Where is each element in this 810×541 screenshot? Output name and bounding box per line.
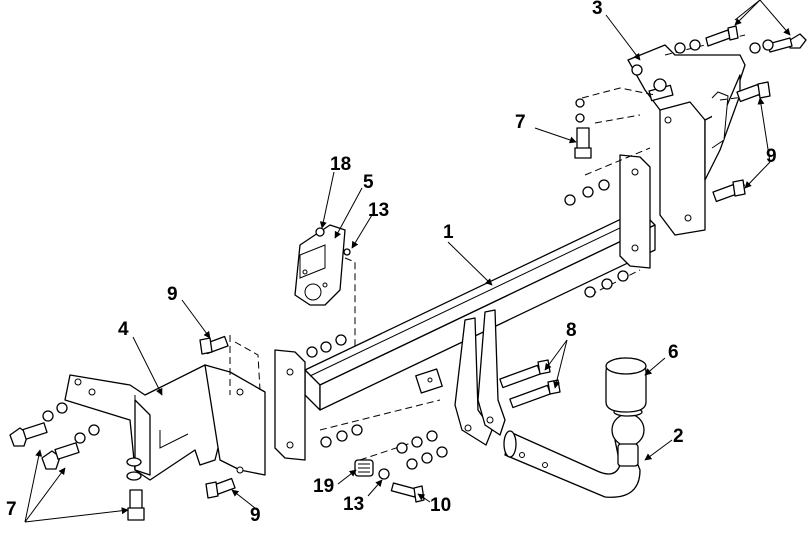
label-10: 10 — [430, 495, 451, 516]
bolt-10 — [390, 482, 425, 503]
label-8: 8 — [566, 320, 577, 341]
beam-left-end-plate — [274, 349, 306, 461]
bolt-7-top — [574, 127, 592, 159]
bolt-9-right-1 — [736, 81, 771, 103]
bolt-top-right-2 — [767, 33, 807, 53]
label-9-left-bottom: 9 — [250, 505, 261, 526]
label-13-top: 13 — [368, 200, 389, 221]
label-18: 18 — [330, 154, 351, 175]
bolt-9-left-top — [199, 335, 229, 355]
label-6: 6 — [668, 342, 679, 363]
label-9-left-top: 9 — [167, 284, 178, 305]
ball-cover — [605, 357, 647, 413]
label-7-bottom: 7 — [6, 499, 17, 520]
ball-mount-bracket — [415, 309, 506, 446]
socket-plate — [294, 224, 351, 306]
label-2: 2 — [673, 426, 684, 447]
label-5: 5 — [363, 172, 374, 193]
label-3: 3 — [592, 0, 603, 19]
label-1: 1 — [443, 222, 454, 243]
beam-right-end-plate — [619, 154, 651, 269]
bolt-9-left-bottom — [205, 477, 236, 499]
left-chassis-bracket — [64, 364, 266, 481]
bolt-set — [9, 25, 807, 521]
nuts-washers — [42, 39, 774, 481]
bolt-7-left-1 — [9, 422, 48, 447]
label-4: 4 — [118, 319, 129, 340]
label-19: 19 — [313, 476, 334, 497]
label-13-bottom: 13 — [343, 494, 364, 515]
right-chassis-bracket — [627, 44, 746, 236]
bolt-8-1 — [499, 359, 551, 389]
bolt-8-2 — [509, 379, 561, 409]
spring-washer — [354, 459, 374, 477]
bolt-7-left-3 — [127, 489, 145, 521]
label-9-right: 9 — [766, 146, 777, 167]
tow-ball-neck — [503, 407, 645, 498]
bolt-7-left-2 — [41, 442, 80, 470]
bolt-top-right-1 — [705, 25, 739, 47]
callouts: 1 2 3 4 5 6 7 7 8 9 9 9 10 13 — [6, 0, 791, 526]
label-7-top: 7 — [515, 112, 526, 133]
bolt-9-right-2 — [712, 179, 746, 203]
